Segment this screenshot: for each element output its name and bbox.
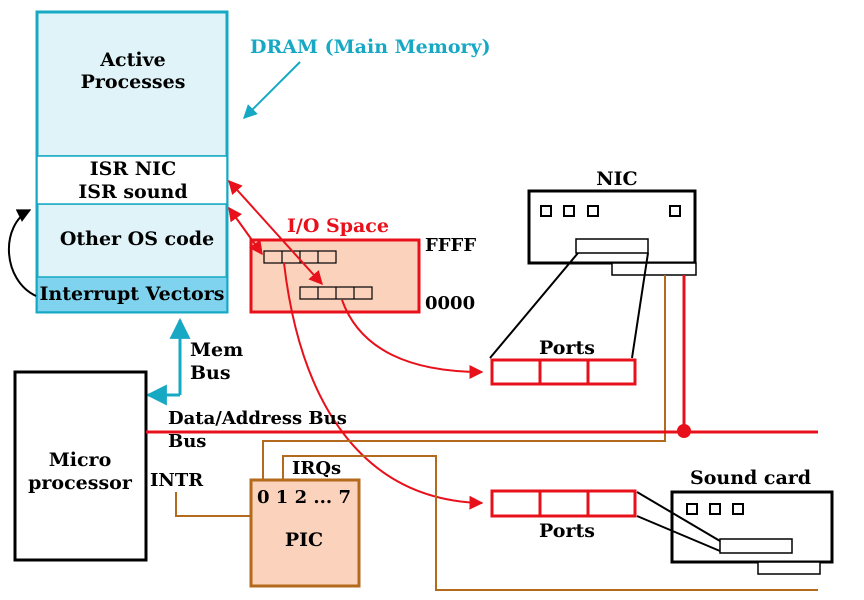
sound-card-connector xyxy=(757,561,821,575)
nic-leds xyxy=(540,205,681,217)
irqs-label: IRQs xyxy=(292,458,341,479)
intr-label: INTR xyxy=(150,470,204,491)
io-high-address: FFFF xyxy=(425,235,476,256)
other-os-code-label: Other OS code xyxy=(60,228,214,250)
nic-connector xyxy=(611,262,697,276)
interrupt-vectors-label: Interrupt Vectors xyxy=(40,283,225,305)
bus-label-1: Data/Address Bus xyxy=(168,408,347,429)
sound-port-line-top xyxy=(636,491,721,542)
isr-sound-io-arrow xyxy=(228,206,263,256)
pic-box xyxy=(249,478,361,588)
sound-card xyxy=(670,490,834,564)
io-low-address: 0000 xyxy=(425,293,475,314)
sound-port-line-bottom xyxy=(636,515,721,552)
sound-ports-label: Ports xyxy=(539,520,595,542)
nic-ports-register xyxy=(490,358,637,386)
sound-card-title: Sound card xyxy=(690,467,811,489)
vector-to-os-arrow xyxy=(8,209,37,297)
nic-irq-line xyxy=(262,275,666,480)
microprocessor-label-1: Micro xyxy=(49,449,112,471)
mem-bus-label-2: Bus xyxy=(190,362,231,384)
isr-nic-io-arrow xyxy=(228,179,323,286)
microprocessor-box xyxy=(13,370,148,562)
isr-sound-label: ISR sound xyxy=(78,181,187,203)
sound-card-leds xyxy=(686,503,744,515)
nic-port-line-left xyxy=(489,252,579,359)
mem-bus-label-1: Mem xyxy=(190,339,243,361)
io-to-nic-ports-arrow xyxy=(341,299,484,379)
io-port-register-2 xyxy=(299,286,373,300)
active-processes-label-1: Active xyxy=(99,49,165,71)
isr-nic-label: ISR NIC xyxy=(90,158,176,180)
sound-ports-register xyxy=(490,489,637,518)
nic-chip xyxy=(575,238,649,254)
active-processes-label-2: Processes xyxy=(81,71,186,93)
pic-label: PIC xyxy=(285,529,323,551)
sound-card-chip xyxy=(719,538,793,554)
bus-label-2: Bus xyxy=(168,431,206,452)
pic-irq-numbers: 0 1 2 ... 7 xyxy=(257,487,351,508)
intr-line xyxy=(175,492,250,517)
sound-irq-line xyxy=(282,455,818,591)
dram-box xyxy=(35,10,229,314)
bus-junction xyxy=(677,424,691,438)
nic-ports-label: Ports xyxy=(539,337,595,359)
dram-pointer-arrow xyxy=(243,61,301,119)
nic-title: NIC xyxy=(596,168,637,190)
nic-port-line-right xyxy=(631,252,649,359)
dram-title: DRAM (Main Memory) xyxy=(250,36,491,58)
io-space-title: I/O Space xyxy=(287,215,389,237)
microprocessor-label-2: processor xyxy=(28,472,133,494)
